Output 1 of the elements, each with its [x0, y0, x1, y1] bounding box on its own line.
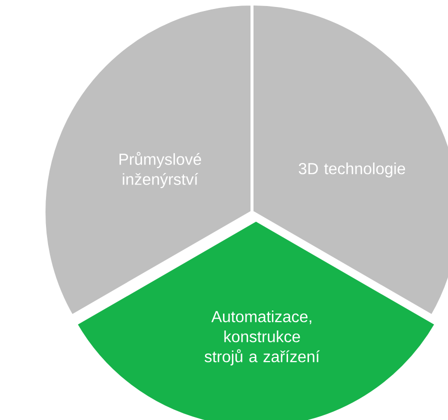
pie-sector: Automatizace, konstrukce strojů a zařízení [74, 218, 438, 420]
